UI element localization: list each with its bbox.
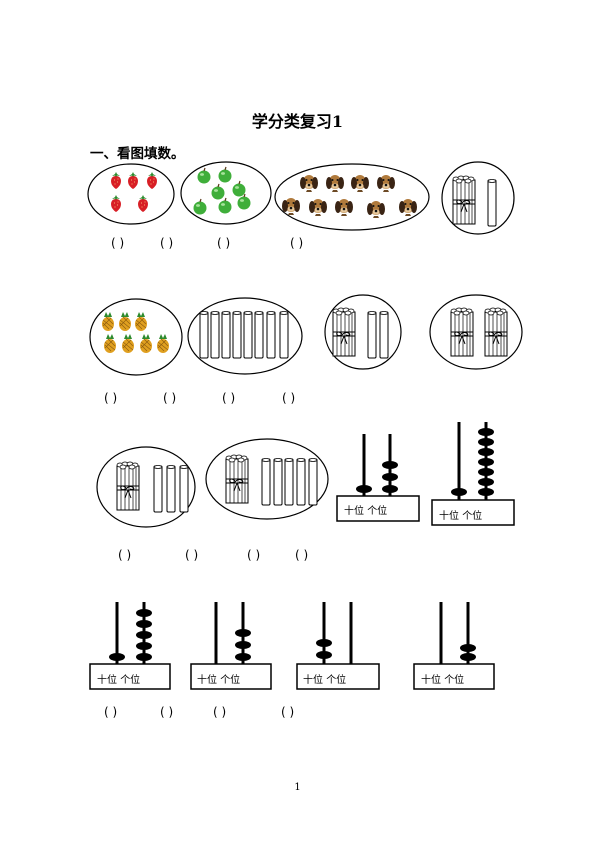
answer-blank[interactable]: ( ) (104, 391, 118, 405)
place-value-label: 十位 个位 (197, 671, 240, 686)
answer-blank[interactable]: ( ) (281, 705, 295, 719)
ones-label: 个位 (367, 506, 388, 517)
tens-label: 十位 (344, 506, 364, 517)
place-value-label: 十位 个位 (97, 671, 140, 686)
oval-sticks-13 (96, 446, 196, 528)
abacus-17 (431, 422, 515, 526)
tens-label: 十位 (303, 675, 323, 686)
ones-label: 个位 (120, 675, 141, 686)
oval-puppies (274, 163, 430, 231)
place-value-label: 十位 个位 (303, 671, 346, 686)
tens-label: 十位 (421, 675, 441, 686)
ones-label: 个位 (462, 511, 483, 522)
oval-sticks-15 (205, 438, 329, 520)
tens-label: 十位 (197, 675, 217, 686)
answer-blank[interactable]: ( ) (118, 548, 132, 562)
oval-sticks-20 (429, 294, 523, 370)
answer-blank[interactable]: ( ) (163, 391, 177, 405)
tens-label: 十位 (97, 675, 117, 686)
tens-label: 十位 (439, 511, 459, 522)
ones-label: 个位 (444, 675, 465, 686)
answer-blank[interactable]: ( ) (217, 236, 231, 250)
answer-blank[interactable]: ( ) (185, 548, 199, 562)
oval-pineapples (89, 298, 183, 376)
oval-sticks-11 (441, 161, 515, 235)
oval-sticks-8 (187, 297, 303, 375)
answer-blank[interactable]: ( ) (213, 705, 227, 719)
place-value-label: 十位 个位 (344, 502, 387, 517)
abacus-02 (413, 602, 495, 690)
answer-blank[interactable]: ( ) (295, 548, 309, 562)
ones-label: 个位 (220, 675, 241, 686)
answer-blank[interactable]: ( ) (222, 391, 236, 405)
section-heading: 一、看图填数。 (90, 146, 185, 162)
abacus-03 (190, 602, 272, 690)
answer-blank[interactable]: ( ) (104, 705, 118, 719)
answer-blank[interactable]: ( ) (160, 236, 174, 250)
abacus-15 (89, 602, 171, 690)
page-number: 1 (294, 782, 301, 793)
abacus-13 (336, 434, 420, 522)
oval-sticks-12 (324, 294, 402, 370)
answer-blank[interactable]: ( ) (160, 705, 174, 719)
oval-strawberries (87, 163, 175, 225)
answer-blank[interactable]: ( ) (282, 391, 296, 405)
answer-blank[interactable]: ( ) (247, 548, 261, 562)
oval-apples (180, 161, 272, 225)
place-value-label: 十位 个位 (439, 507, 482, 522)
page-title: 学分类复习1 (251, 112, 344, 131)
ones-label: 个位 (326, 675, 347, 686)
answer-blank[interactable]: ( ) (111, 236, 125, 250)
answer-blank[interactable]: ( ) (290, 236, 304, 250)
abacus-20 (296, 602, 380, 690)
place-value-label: 十位 个位 (421, 671, 464, 686)
